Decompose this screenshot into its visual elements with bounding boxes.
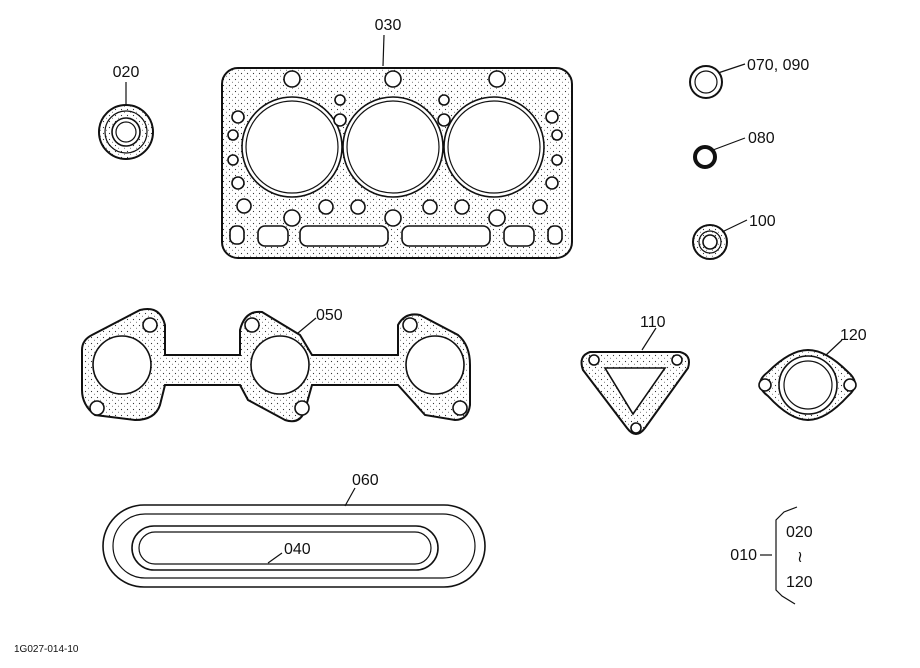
part-070-090-washer [689, 63, 746, 99]
part-080-o-ring [693, 137, 746, 169]
part-060-outer-seal [102, 487, 486, 588]
legend-range-end: 120 [786, 574, 813, 591]
label-100: 100 [749, 213, 776, 230]
part-120-flange-gasket [758, 339, 857, 422]
part-040-inner-seal [131, 525, 439, 571]
label-120: 120 [840, 327, 867, 344]
label-080: 080 [748, 130, 775, 147]
label-050: 050 [316, 307, 343, 324]
label-110: 110 [640, 314, 666, 331]
part-020-seal [98, 82, 154, 160]
part-100-seal [692, 219, 748, 260]
label-020: 020 [113, 64, 140, 81]
legend-assembly: 010 [730, 547, 757, 564]
drawing-code: 1G027-014-10 [14, 644, 79, 655]
part-110-triangular-gasket [580, 327, 690, 435]
label-070-090: 070, 090 [747, 57, 809, 74]
label-040: 040 [284, 541, 311, 558]
part-030-head-gasket [221, 34, 573, 259]
part-050-manifold-gasket [81, 308, 471, 423]
assembly-bracket [760, 506, 798, 605]
legend-range-sep: ≀ [797, 549, 803, 566]
label-030: 030 [375, 17, 402, 34]
legend-range-start: 020 [786, 524, 813, 541]
label-060: 060 [352, 472, 379, 489]
